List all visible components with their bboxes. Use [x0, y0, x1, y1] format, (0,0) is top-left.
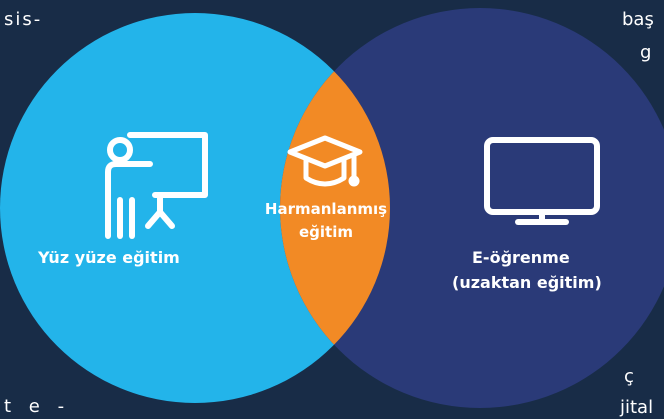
right-label-line1: E-öğrenme	[472, 248, 570, 267]
center-label-line2: eğitim	[299, 223, 353, 241]
fragment-bottom-left: t e -	[4, 396, 71, 417]
monitor-icon	[484, 137, 600, 225]
center-label-line1: Harmanlanmış	[264, 200, 388, 218]
graduation-cap-icon	[287, 135, 363, 187]
fragment-top-right-1: baş	[622, 9, 654, 30]
left-circle	[0, 13, 390, 403]
right-label-line2: (uzaktan eğitim)	[452, 273, 602, 292]
fragment-bottom-right-1: ç	[624, 366, 634, 387]
teacher-board-icon	[105, 132, 208, 239]
fragment-top-left: sis-	[4, 9, 43, 30]
fragment-bottom-right-2: jital	[620, 397, 654, 418]
left-label: Yüz yüze eğitim	[38, 248, 180, 267]
right-circle	[280, 8, 664, 408]
fragment-top-right-2: g	[640, 42, 652, 63]
